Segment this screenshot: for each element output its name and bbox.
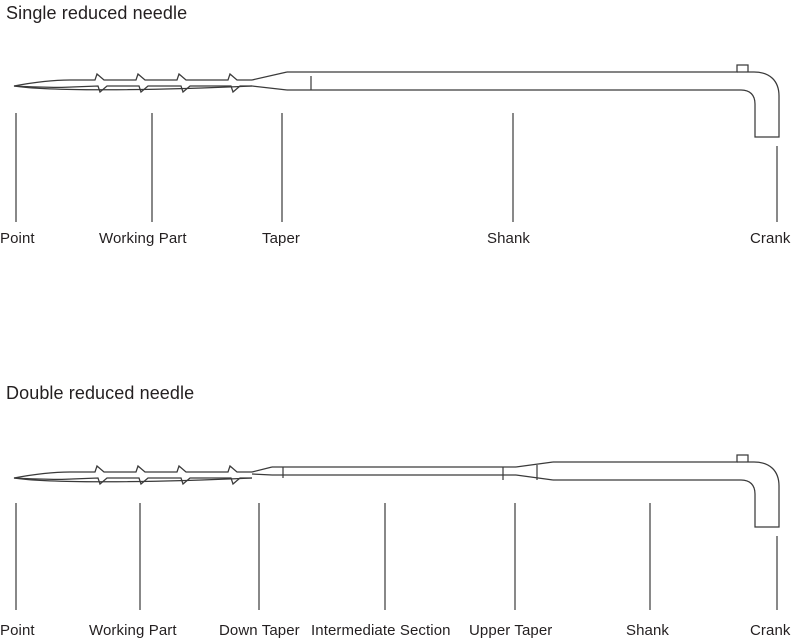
crank-outline-double (604, 454, 749, 463)
point-outline-single (13, 79, 73, 89)
figure-title-double-reduced-needle: Double reduced needle (6, 383, 195, 403)
label-working-part-single: Working Part (99, 230, 187, 247)
working-part-bottom-double (71, 477, 252, 486)
down-taper-outline-double (251, 466, 273, 476)
upper-taper-outline-double (515, 461, 554, 481)
shank-outline-single (287, 71, 604, 91)
figure-title-single-reduced-needle: Single reduced needle (6, 3, 188, 23)
label-crank-single: Crank (750, 230, 791, 247)
working-part-bottom-single (71, 85, 252, 94)
crank-body-single (604, 71, 780, 138)
label-crank-double: Crank (750, 622, 791, 639)
working-part-top-double (70, 464, 252, 473)
point-inner-edge-single (13, 85, 253, 91)
label-point-single: Point (0, 230, 35, 247)
single-reduced-needle-drawing (13, 64, 780, 222)
label-taper-single: Taper (262, 230, 301, 247)
label-working-part-double: Working Part (89, 622, 177, 639)
label-down-taper-double: Down Taper (219, 622, 300, 639)
label-shank-double: Shank (626, 622, 670, 639)
crank-outline-single (604, 64, 749, 73)
intermediate-section-outline-double (272, 466, 516, 476)
label-point-double: Point (0, 622, 35, 639)
crank-body-double (604, 461, 780, 528)
label-upper-taper-double: Upper Taper (469, 622, 553, 639)
label-intermediate-section-double: Intermediate Section (311, 622, 451, 639)
point-outline-double (13, 471, 73, 481)
working-part-top-single (70, 72, 252, 81)
point-inner-edge-double (13, 477, 253, 483)
shank-outline-double (553, 461, 604, 481)
taper-outline-single (251, 71, 288, 91)
double-reduced-needle-drawing (13, 454, 780, 610)
label-shank-single: Shank (487, 230, 531, 247)
